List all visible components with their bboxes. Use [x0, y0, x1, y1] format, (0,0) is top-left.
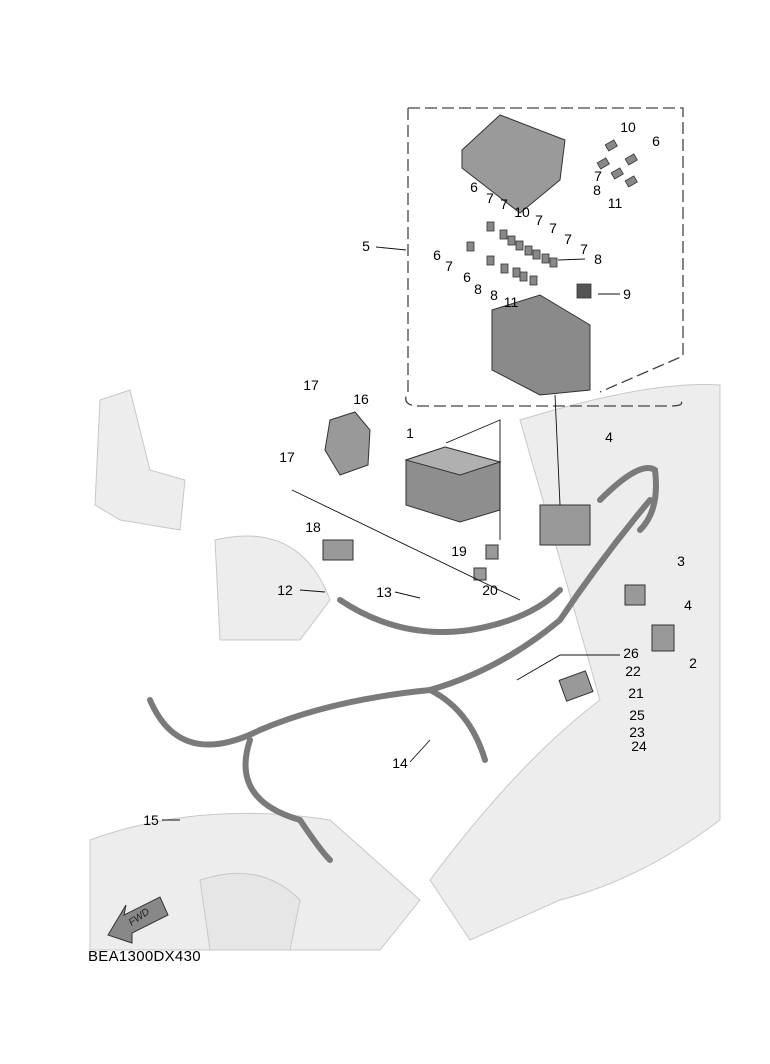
wire-harness [147, 465, 659, 863]
callout-22: 22 [625, 663, 641, 679]
fuses [466, 139, 638, 299]
callout-8: 8 [594, 251, 602, 267]
callout-20: 20 [482, 582, 498, 598]
callout-3: 3 [677, 553, 685, 569]
callout-4: 4 [605, 429, 613, 445]
fuse-box-cover [461, 114, 566, 214]
callout-26: 26 [623, 645, 639, 661]
callout-13: 13 [376, 584, 392, 600]
callout-23: 23 [629, 724, 645, 740]
callout-15: 15 [143, 812, 159, 828]
callout-5: 5 [362, 238, 370, 254]
fwd-arrow-icon [107, 896, 169, 944]
fuse-box-base [491, 294, 591, 396]
callout-7: 7 [535, 212, 543, 228]
callout-21: 21 [628, 685, 644, 701]
callout-7: 7 [549, 220, 557, 236]
leader-lines [162, 246, 620, 821]
drawing-code: BEA1300DX430 [88, 948, 201, 965]
callout-17: 17 [303, 377, 319, 393]
callout-1: 1 [406, 425, 414, 441]
callout-6: 6 [433, 247, 441, 263]
callout-7: 7 [486, 190, 494, 206]
callout-11: 11 [503, 294, 519, 310]
callout-9: 9 [623, 286, 631, 302]
callout-8: 8 [474, 281, 482, 297]
callout-2: 2 [689, 655, 697, 671]
callout-4: 4 [684, 597, 692, 613]
callout-6: 6 [470, 179, 478, 195]
callout-18: 18 [305, 519, 321, 535]
callout-12: 12 [277, 582, 293, 598]
callout-14: 14 [392, 755, 408, 771]
callout-7: 7 [445, 258, 453, 274]
callout-17: 17 [279, 449, 295, 465]
callout-16: 16 [353, 391, 369, 407]
callout-6: 6 [463, 269, 471, 285]
callout-7: 7 [594, 168, 602, 184]
callout-6: 6 [652, 133, 660, 149]
callout-7: 7 [564, 231, 572, 247]
relay-parts [322, 411, 675, 702]
callout-8: 8 [490, 287, 498, 303]
callout-10: 10 [514, 204, 530, 220]
callout-10: 10 [620, 119, 636, 135]
callout-25: 25 [629, 707, 645, 723]
callout-19: 19 [451, 543, 467, 559]
callout-11: 11 [607, 195, 623, 211]
callout-24: 24 [631, 738, 647, 754]
callout-7: 7 [580, 241, 588, 257]
callout-7: 7 [500, 196, 508, 212]
callout-8: 8 [593, 182, 601, 198]
battery [404, 446, 502, 523]
detail-dashed-box [405, 107, 684, 407]
